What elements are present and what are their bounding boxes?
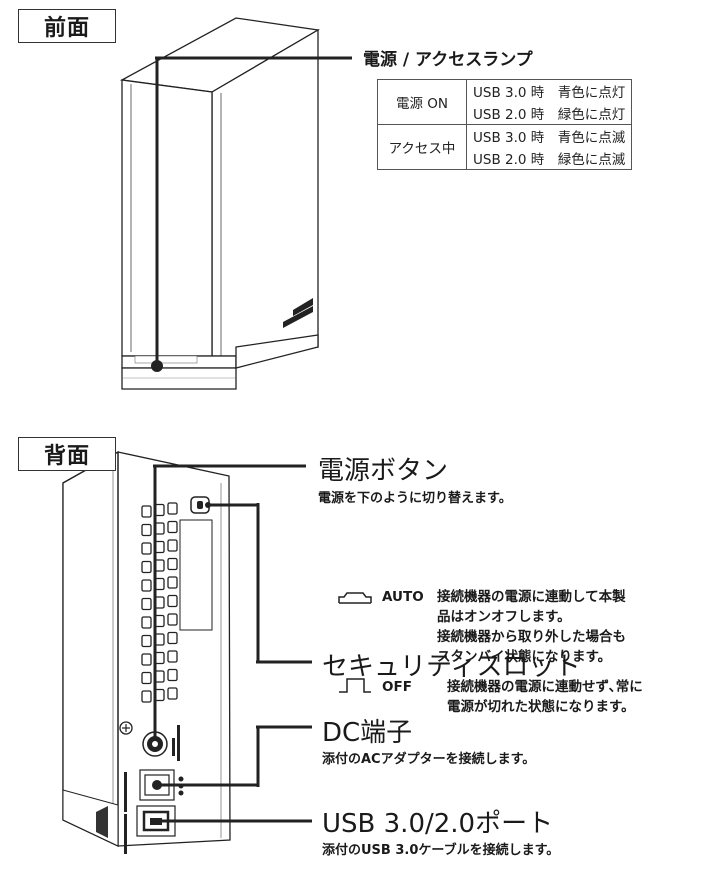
lamp-status-table: 電源 ON USB 3.0 時 青色に点灯 USB 2.0 時 緑色に点灯 アク… <box>377 79 633 170</box>
power-button-desc: 電源を下のように切り替えます。 <box>318 491 512 506</box>
off-label: OFF <box>382 679 412 695</box>
vent-slot <box>167 576 178 589</box>
status-cell: USB 3.0 時 青色に点灯 <box>465 79 633 102</box>
usb-port-desc: 添付のUSB 3.0ケーブルを接続します。 <box>322 843 560 858</box>
front-drive-body <box>119 17 320 357</box>
vent-slot <box>167 631 178 645</box>
lamp-state: 緑色に点滅 <box>557 152 626 168</box>
vent-slot <box>167 668 178 682</box>
usb-port-title: USB 3.0/2.0ポート <box>322 809 554 839</box>
auto-desc-line: 接続機器から取り外した場合も <box>437 629 626 645</box>
usb-version: USB 3.0 時 <box>473 85 545 101</box>
vent-slot <box>141 653 152 666</box>
vent-slot <box>167 613 178 626</box>
status-cell: USB 3.0 時 青色に点滅 <box>465 124 633 147</box>
auto-desc-line: 品はオンオフします。 <box>437 609 571 625</box>
auto-description: 接続機器の電源に連動して本製 品はオンオフします。 接続機器から取り外した場合も… <box>437 587 626 667</box>
auto-desc-line: スタンバイ状態になります。 <box>437 649 612 665</box>
mode-power-on: 電源 ON <box>377 79 467 125</box>
vent-slot <box>141 560 152 574</box>
back-leaders <box>153 464 312 823</box>
usb-version: USB 2.0 時 <box>473 107 545 123</box>
front-label-text: 前面 <box>43 16 90 41</box>
usb-version: USB 3.0 時 <box>473 130 545 146</box>
front-lamp-leader <box>155 56 352 366</box>
front-section-label: 前面 <box>18 9 116 43</box>
usb-version: USB 2.0 時 <box>473 152 545 168</box>
auto-label: AUTO <box>382 589 424 605</box>
status-cell: USB 2.0 時 緑色に点滅 <box>465 147 633 170</box>
vent-slot <box>141 597 152 611</box>
vent-slot <box>141 523 152 537</box>
back-section-label: 背面 <box>18 437 116 471</box>
vent-slot <box>167 520 178 534</box>
off-desc-line: 接続機器の電源に連動せず､常に <box>447 679 643 695</box>
security-slot-title: セキュリティスロット <box>322 652 581 682</box>
mode-accessing: アクセス中 <box>377 124 467 170</box>
vent-slot <box>167 687 178 700</box>
off-switch-icon <box>339 678 371 693</box>
vent-slot <box>167 539 178 552</box>
front-power-lamp <box>151 360 163 372</box>
lamp-state: 青色に点滅 <box>557 130 626 146</box>
lamp-title: 電源 / アクセスランプ <box>363 50 533 70</box>
vent-slot <box>141 616 152 629</box>
vent-slot <box>141 579 152 592</box>
vent-slot <box>167 502 178 515</box>
auto-desc-line: 接続機器の電源に連動して本製 <box>437 589 626 605</box>
auto-switch-icon <box>338 592 372 604</box>
front-brand-mark <box>283 298 313 328</box>
dc-port-title: DC端子 <box>322 718 413 748</box>
vent-slot <box>167 650 178 663</box>
off-desc-line: 電源が切れた状態になります。 <box>447 699 635 715</box>
power-button-title: 電源ボタン <box>318 456 449 486</box>
back-label-text: 背面 <box>43 444 90 469</box>
lamp-state: 青色に点灯 <box>557 85 626 101</box>
vent-slot <box>141 634 152 648</box>
vent-slot <box>141 542 152 555</box>
off-description: 接続機器の電源に連動せず､常に 電源が切れた状態になります。 <box>447 677 643 717</box>
vent-slot <box>141 505 152 518</box>
vent-slot <box>141 671 152 685</box>
lamp-state: 緑色に点灯 <box>557 107 626 123</box>
status-cell: USB 2.0 時 緑色に点灯 <box>465 102 633 125</box>
front-drive-base <box>121 334 319 390</box>
vent-slot <box>167 594 178 608</box>
vent-slot <box>167 557 178 571</box>
dc-port-desc: 添付のACアダプターを接続します。 <box>322 752 536 767</box>
vent-slot <box>141 690 152 703</box>
